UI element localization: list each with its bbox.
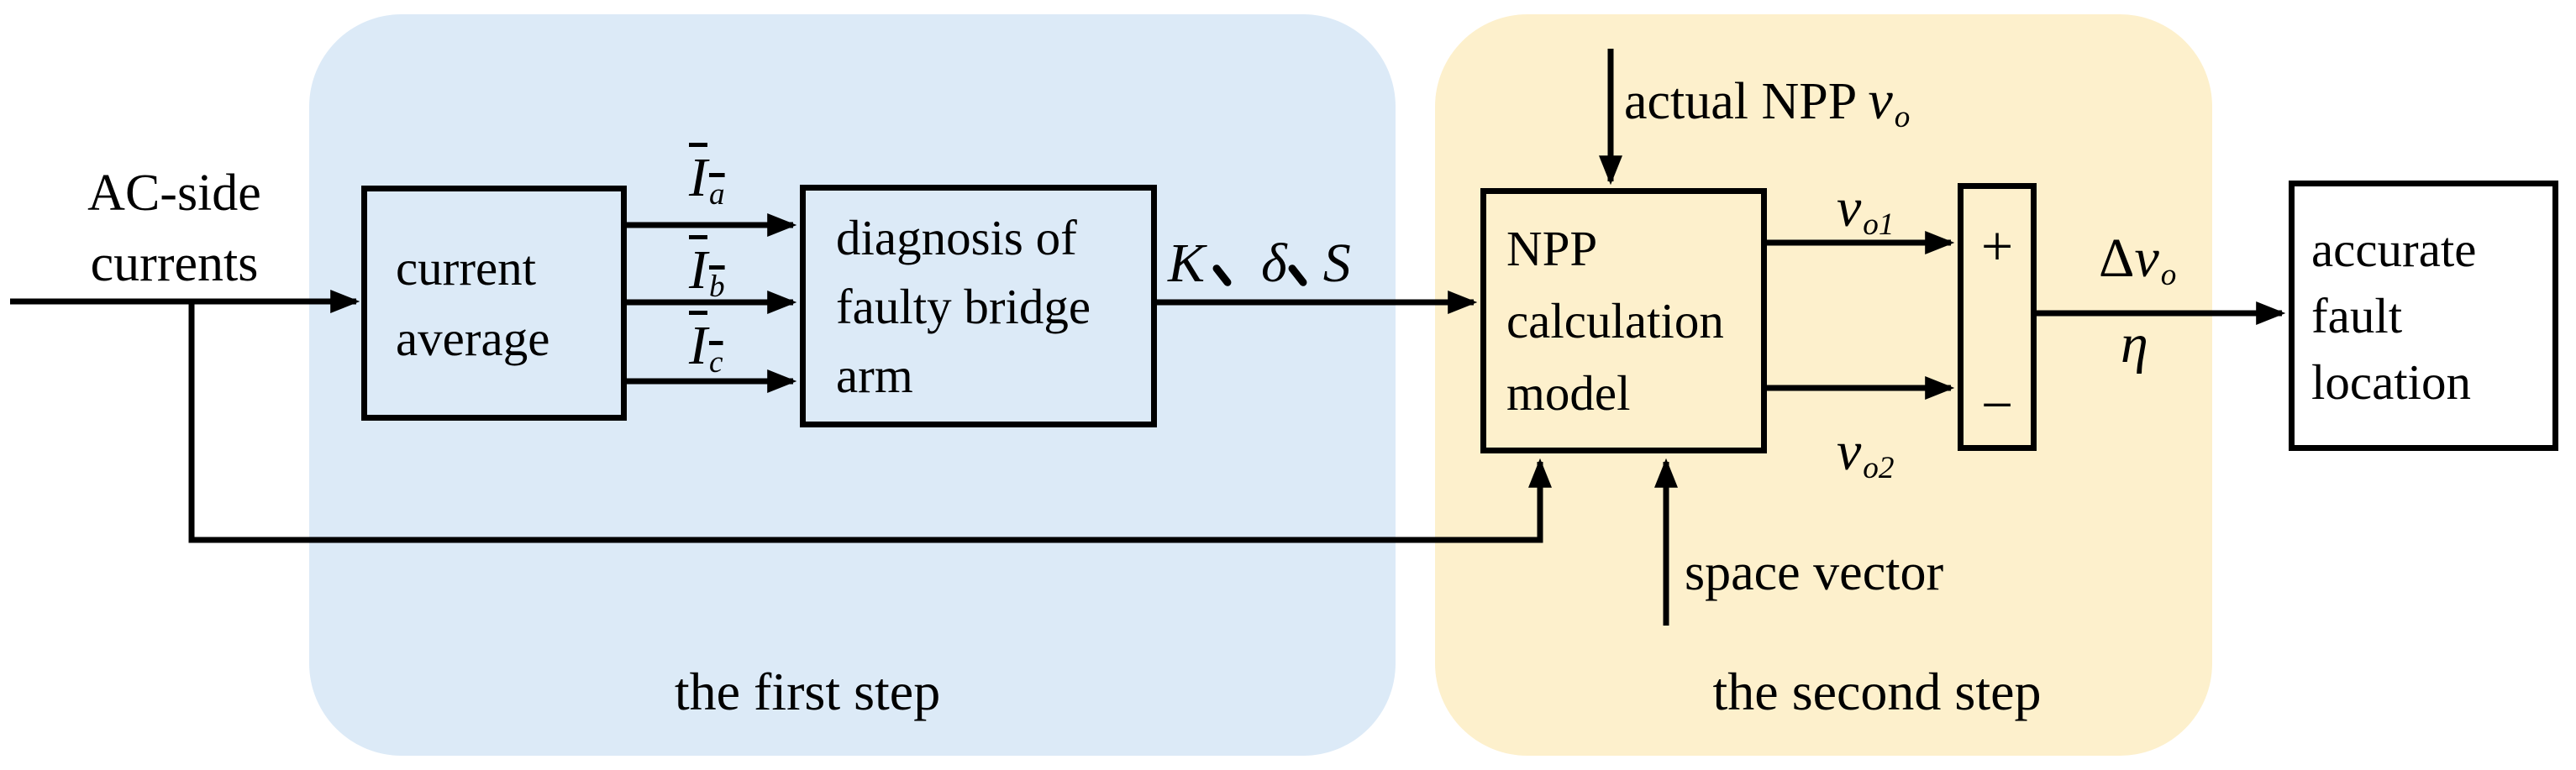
block-text-line: current <box>396 240 537 296</box>
actual-npp-label: actual NPP vo <box>1624 65 1910 144</box>
k-symbol: K <box>1168 233 1206 294</box>
signal-subscript: c <box>708 344 723 380</box>
signal-base: v <box>1868 70 1893 131</box>
delta-symbol: δ <box>1261 233 1287 294</box>
label-line: currents <box>90 235 259 292</box>
delta-vo-label: Δvo <box>2099 223 2176 302</box>
signal-base: I <box>689 147 707 208</box>
signal-subscript: a <box>708 176 725 212</box>
eta-symbol: η <box>2121 313 2148 375</box>
block-text-line: arm <box>836 347 913 403</box>
label-text: the first step <box>674 662 941 721</box>
delta-symbol: Δ <box>2099 228 2135 289</box>
ideographic-comma-icon <box>1286 263 1308 288</box>
vo2-label: vo2 <box>1837 416 1894 495</box>
block-text-line: accurate <box>2311 221 2477 277</box>
block-text-line: calculation <box>1506 293 1724 348</box>
signal-base: I <box>689 239 707 301</box>
signal-subscript: b <box>708 269 725 304</box>
overline-wrap: Ia <box>689 147 725 212</box>
s-symbol: S <box>1322 233 1351 294</box>
overline-wrap: Ic <box>689 315 723 380</box>
signal-subscript: o <box>1894 99 1911 134</box>
first-step-caption: the first step <box>639 657 976 727</box>
current-average-block: current average <box>361 186 627 421</box>
vo1-label: vo1 <box>1837 173 1894 252</box>
signal-subscript: o <box>2160 257 2177 292</box>
signal-base: v <box>2134 228 2159 289</box>
signal-subscript: o2 <box>1863 450 1895 485</box>
plus-sign: + <box>1980 214 2014 278</box>
block-text-line: fault <box>2311 287 2403 343</box>
signal-base: I <box>689 315 707 376</box>
ic-average-label: Ic <box>689 311 723 390</box>
space-vector-label: space vector <box>1685 537 1943 608</box>
signal-subscript: o1 <box>1863 207 1895 242</box>
npp-calculation-model-block: NPP calculation model <box>1480 188 1767 453</box>
block-text-line: NPP <box>1506 221 1598 276</box>
comparator-block: + − <box>1958 183 2037 451</box>
eta-label: η <box>2121 309 2148 380</box>
block-text-line: diagnosis of <box>836 209 1077 265</box>
ideographic-comma-icon <box>1211 263 1233 288</box>
ac-side-currents-label: AC-side currents <box>46 158 302 299</box>
block-text-line: location <box>2311 354 2472 410</box>
ia-average-label: Ia <box>689 143 725 222</box>
signal-base: v <box>1837 177 1862 238</box>
block-text-line: model <box>1506 365 1631 421</box>
faulty-bridge-diagnosis-block: diagnosis of faulty bridge arm <box>800 185 1157 427</box>
ib-average-label: Ib <box>689 235 725 314</box>
block-text-line: faulty bridge <box>836 278 1091 334</box>
block-text-line: average <box>396 311 550 366</box>
label-line: AC-side <box>87 165 261 222</box>
accurate-fault-location-block: accurate fault location <box>2289 181 2558 451</box>
label-text: space vector <box>1685 544 1944 601</box>
label-text: the second step <box>1712 662 2042 721</box>
signal-base: v <box>1837 421 1862 482</box>
second-step-caption: the second step <box>1692 657 2062 727</box>
overline-wrap: Ib <box>689 239 725 304</box>
label-text: actual NPP <box>1624 73 1869 130</box>
minus-sign: − <box>1980 373 2014 437</box>
